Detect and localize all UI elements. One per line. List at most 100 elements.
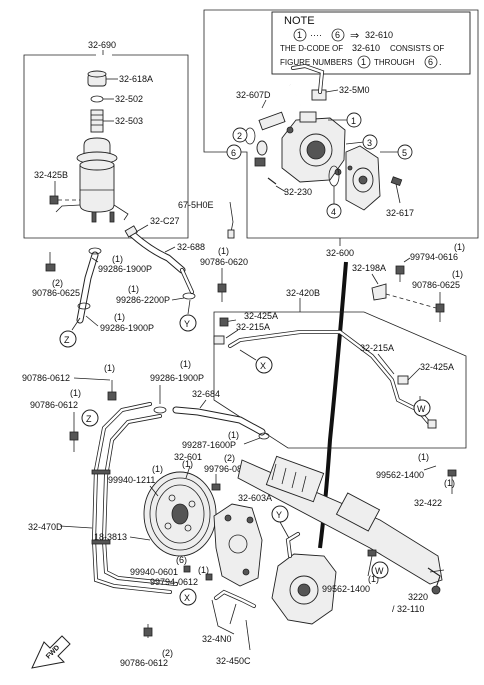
- clamp-99286-1900P-lower: (1) 99286-1900P: [150, 359, 204, 414]
- pump-shaft-pulley: 32-607D: [236, 90, 286, 167]
- clamp-99287-1600P: (1) 99287-1600P: [182, 430, 270, 450]
- qty-99286-1900P-top: (1): [112, 254, 123, 264]
- label-99286-1900P-lower: 99286-1900P: [150, 373, 204, 383]
- label-90786-0625-right: 90786-0625: [412, 280, 460, 290]
- clamp-99286-1900P-top: (1) 99286-1900P: [91, 254, 152, 274]
- oring-seal: 32-502: [90, 94, 143, 104]
- bracket-32-603A: 32-603A: [213, 493, 272, 587]
- label-99286-1900P-mid: 99286-1900P: [100, 323, 154, 333]
- pump-assembly-frame: [203, 9, 479, 239]
- callout-2: 2: [237, 131, 242, 141]
- label-32-4N0: 32-4N0: [202, 634, 232, 644]
- marker-Y-upper-text: Y: [184, 319, 190, 329]
- note-line2-part: 32-610: [352, 43, 380, 53]
- qty-90786-0612-top: (1): [104, 363, 115, 373]
- label-99940-0601: 99940-0601: [130, 567, 178, 577]
- label-32-618A: 32-618A: [119, 74, 153, 84]
- marker-Y-upper: Y: [179, 299, 197, 332]
- label-32-420B: 32-420B: [286, 288, 320, 298]
- bolt-32-422: (1) 32-422: [414, 469, 457, 508]
- label-99794-0616: 99794-0616: [410, 252, 458, 262]
- bolt-18-3813: 18-3813: [94, 532, 151, 542]
- label-32-110: / 32-110: [392, 604, 424, 614]
- bolt-90786-0612-bottom: (2) 90786-0612: [120, 624, 173, 668]
- callout-3: 3: [367, 138, 372, 148]
- label-99286-2200P: 99286-2200P: [116, 295, 170, 305]
- note-box: NOTE 1 ···· 6 ⇒ 32-610 THE D-CODE OF 32-…: [271, 11, 471, 75]
- label-67-5H0E: 67-5H0E: [178, 200, 214, 210]
- suction-hose: [76, 247, 102, 324]
- sensor-67-5H0E: 67-5H0E: [178, 200, 235, 239]
- note-arrow: ⇒: [350, 30, 359, 42]
- label-99562-1400-right: 99562-1400: [376, 470, 424, 480]
- reservoir-tank: [55, 137, 129, 223]
- qty-90786-0620: (1): [218, 246, 229, 256]
- marker-X-upper-text: X: [260, 361, 266, 371]
- pulley-32-601: (1) 32-601: [143, 452, 217, 557]
- label-32-617: 32-617: [386, 208, 414, 218]
- label-32-215A-lower: 32-215A: [360, 343, 394, 353]
- pressure-line-frame: 32-420B: [213, 288, 467, 449]
- label-90786-0625-left: 90786-0625: [32, 288, 80, 298]
- qty-90786-0625-right: (1): [452, 269, 463, 279]
- cooler-pipe-32-470D: 32-470D: [28, 402, 178, 594]
- marker-Z-upper: Z: [59, 317, 81, 348]
- label-32-422: 32-422: [414, 498, 442, 508]
- note-line2a: THE D-CODE OF: [280, 44, 343, 53]
- qty-32-422: (1): [444, 478, 455, 488]
- label-90786-0612-bottom: 90786-0612: [120, 658, 168, 668]
- label-32-600: 32-600: [326, 248, 354, 258]
- marker-Z-lower: Z: [81, 409, 99, 427]
- bolt-90786-0612-mid: (1) 90786-0612: [30, 388, 81, 452]
- label-32-425A-lower: 32-425A: [420, 362, 454, 372]
- qty-99562-1400-right: (1): [418, 452, 429, 462]
- qty-99287-1600P: (1): [228, 430, 239, 440]
- bolt-99794-0616: (1) 99794-0616: [395, 242, 465, 282]
- qty-90786-0612-mid: (1): [70, 388, 81, 398]
- bolt-90786-0612-top: (1) 90786-0612: [22, 363, 117, 401]
- pressure-switch: 32-5M0: [289, 63, 370, 115]
- bolt-90786-0620: (1) 90786-0620: [200, 246, 248, 302]
- bolt-90786-0625-left: (2) 90786-0625: [32, 252, 80, 298]
- note-line3-circle-a: 1: [361, 57, 366, 67]
- clip-99562-1400-right: (1) 99562-1400: [376, 452, 437, 480]
- label-32-603A: 32-603A: [238, 493, 272, 503]
- bolt-99940-0601: (6) 99940-0601: [130, 555, 191, 577]
- marker-Y-lower-text: Y: [276, 510, 282, 520]
- label-32-502: 32-502: [115, 94, 143, 104]
- forward-arrow-icon: FWD: [31, 635, 71, 669]
- qty-99796-0816: (2): [224, 453, 235, 463]
- label-99796-0816: 99796-0816: [204, 464, 252, 474]
- note-circle-b: 6: [335, 30, 340, 40]
- clamp-99286-1900P-mid: (1) 99286-1900P: [85, 312, 154, 333]
- reservoir-frame: 32-690: [23, 40, 189, 239]
- reservoir-cap: 32-618A: [87, 70, 153, 87]
- note-circle-a: 1: [297, 30, 302, 40]
- label-32-230: 32-230: [284, 187, 312, 197]
- bolt-99940-1211: (1) 99940-1211: [108, 464, 163, 497]
- callout-6: 6: [231, 148, 236, 158]
- note-arrow-target: 32-610: [365, 30, 393, 40]
- return-hose-32-684: 32-684: [172, 389, 266, 436]
- label-32-601: 32-601: [174, 452, 202, 462]
- label-32-215A-upper: 32-215A: [236, 322, 270, 332]
- marker-X-lower: X: [179, 588, 197, 606]
- label-99286-1900P-top: 99286-1900P: [98, 264, 152, 274]
- lower-pump: [271, 532, 337, 625]
- label-32-684: 32-684: [192, 389, 220, 399]
- marker-X-lower-text: X: [184, 593, 190, 603]
- bracket-32-198A: 32-198A: [352, 263, 387, 301]
- label-32-688: 32-688: [177, 242, 205, 252]
- qty-90786-0612-bottom: (2): [162, 648, 173, 658]
- label-32-5M0: 32-5M0: [339, 85, 370, 95]
- label-3220: 3220: [408, 592, 428, 602]
- label-18-3813: 18-3813: [94, 532, 127, 542]
- note-line3-circle-b: 6: [428, 57, 433, 67]
- bolt-99794-0612: (1) 99794-0612: [150, 565, 213, 587]
- callout-1: 1: [351, 116, 356, 126]
- reservoir-bolt: 32-425B: [34, 170, 80, 205]
- steering-rack: [237, 455, 445, 585]
- label-32-425A-upper: 32-425A: [244, 311, 278, 321]
